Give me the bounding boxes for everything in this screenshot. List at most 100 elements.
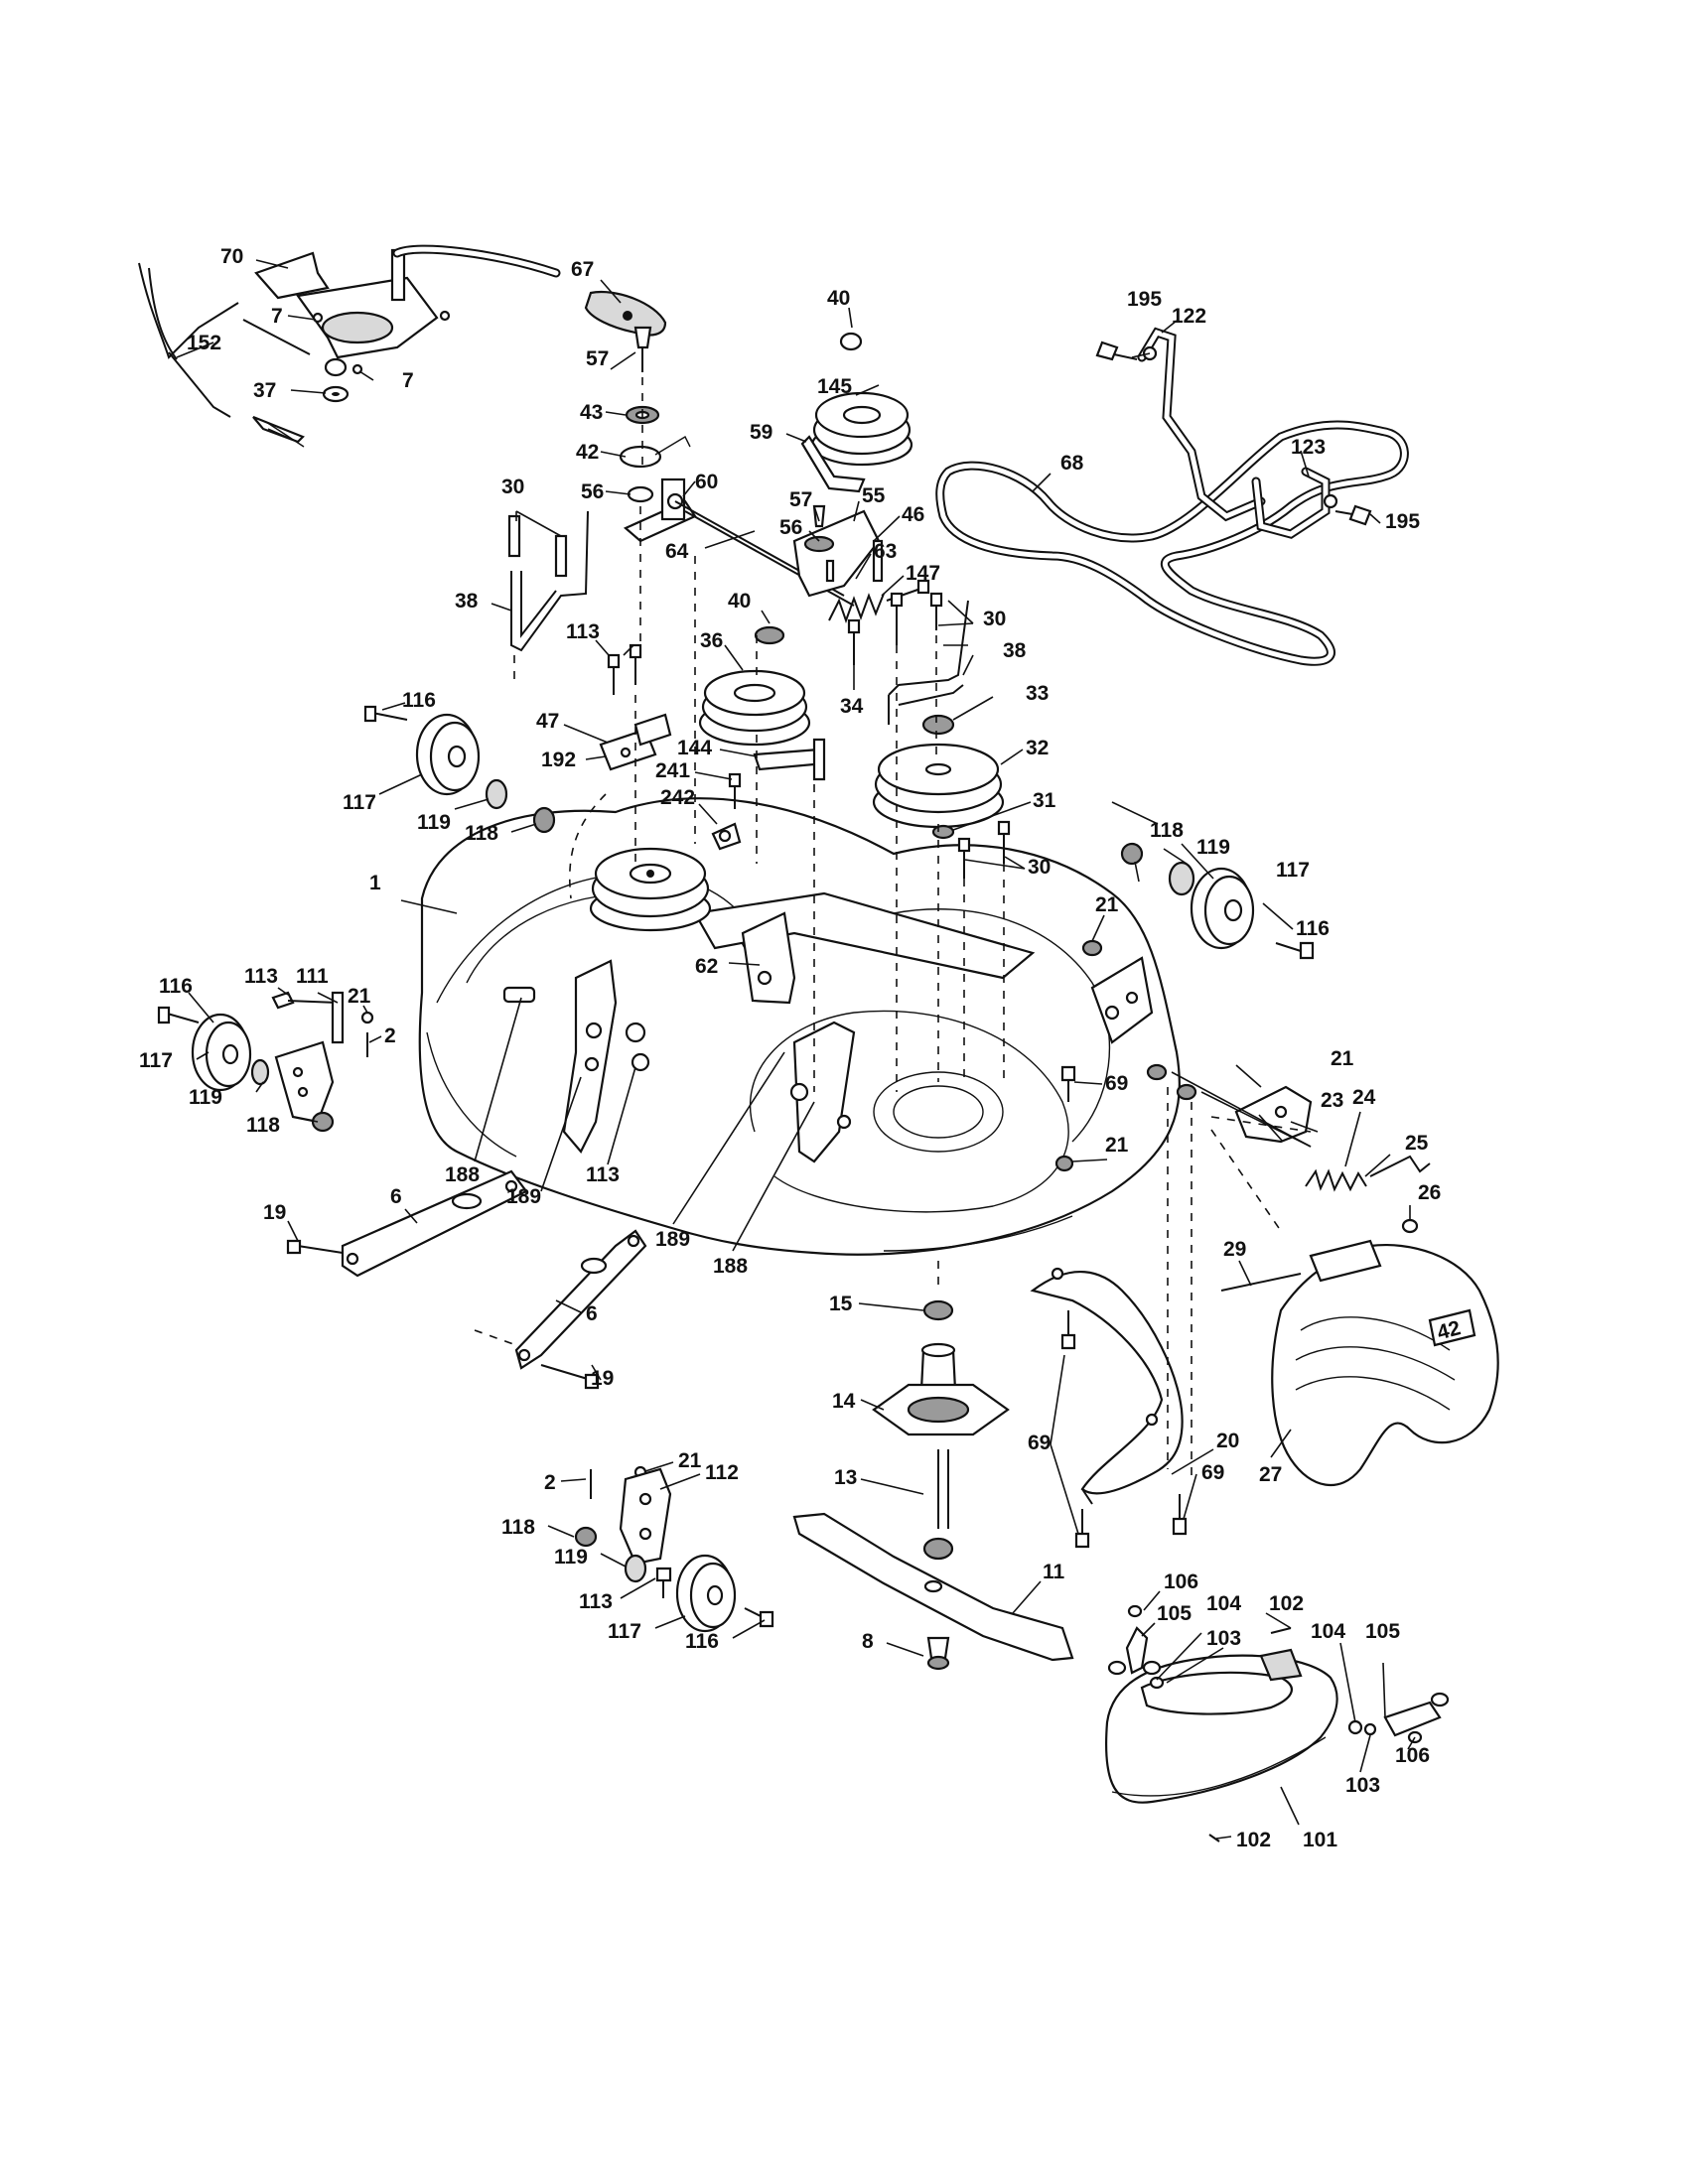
callout-15: 15 <box>829 1293 853 1315</box>
hinge-rod-29 <box>1220 1273 1302 1292</box>
callout-59: 59 <box>750 421 772 444</box>
pulley-36 <box>698 625 811 747</box>
callout-33: 33 <box>1026 682 1049 705</box>
bracket-62 <box>741 911 796 1005</box>
callout-117: 117 <box>608 1620 641 1643</box>
callout-56: 56 <box>779 516 802 539</box>
callout-116: 116 <box>159 975 193 998</box>
mulch-cover-hardware <box>1107 1604 1450 1843</box>
callout-23: 23 <box>1321 1089 1343 1112</box>
callout-25: 25 <box>1405 1132 1429 1155</box>
bracket-38-left <box>507 510 589 652</box>
callout-31: 31 <box>1033 789 1056 812</box>
right-deck-hanger <box>1090 956 1154 1044</box>
idler-arm-55 <box>792 504 884 598</box>
callout-36: 36 <box>700 629 723 652</box>
callout-24: 24 <box>1352 1086 1376 1109</box>
callout-113: 113 <box>586 1163 620 1186</box>
callout-102: 102 <box>1236 1829 1271 1851</box>
callout-118: 118 <box>465 822 498 845</box>
pulley-32 <box>872 714 1005 829</box>
discharge-chute-27: 42 <box>1271 1239 1499 1487</box>
callout-112: 112 <box>705 1461 739 1484</box>
callout-40: 40 <box>827 287 850 310</box>
callout-27: 27 <box>1259 1463 1282 1486</box>
callout-102: 102 <box>1269 1592 1304 1615</box>
callout-57: 57 <box>789 488 812 511</box>
callout-116: 116 <box>402 689 436 712</box>
callout-30: 30 <box>501 476 524 498</box>
baffle-20 <box>1030 1267 1184 1505</box>
callout-105: 105 <box>1365 1620 1400 1643</box>
height-knob-67 <box>584 290 667 337</box>
callout-242: 242 <box>660 786 695 809</box>
bolts-30-right <box>931 820 1011 879</box>
callout-2: 2 <box>544 1471 556 1494</box>
callout-192: 192 <box>541 749 576 771</box>
callout-63: 63 <box>874 540 897 563</box>
callout-21: 21 <box>678 1449 702 1472</box>
callout-64: 64 <box>665 540 689 563</box>
callout-116: 116 <box>685 1630 719 1653</box>
callout-56: 56 <box>581 480 604 503</box>
callout-20: 20 <box>1216 1430 1239 1452</box>
callout-21: 21 <box>1095 893 1119 916</box>
bolts-113-top <box>607 643 642 695</box>
callout-19: 19 <box>263 1201 286 1224</box>
callout-117: 117 <box>343 791 376 814</box>
washer-37 <box>322 385 350 403</box>
callout-188: 188 <box>713 1255 748 1278</box>
callout-103: 103 <box>1345 1774 1380 1797</box>
chute-hinge-hardware <box>1234 1085 1431 1234</box>
lift-linkage-assembly <box>138 244 561 448</box>
callout-104: 104 <box>1311 1620 1345 1643</box>
spacer-242 <box>711 822 742 851</box>
callout-34: 34 <box>840 695 864 718</box>
gauge-wheel-top-left <box>363 705 556 834</box>
callout-30: 30 <box>1028 856 1051 879</box>
callout-7: 7 <box>271 305 283 328</box>
bracket-47-192 <box>599 713 672 771</box>
callout-46: 46 <box>902 503 924 526</box>
callout-14: 14 <box>832 1390 856 1413</box>
belt-guide-122-123 <box>1137 327 1338 539</box>
callout-118: 118 <box>501 1516 535 1539</box>
callout-118: 118 <box>246 1114 280 1137</box>
callout-2: 2 <box>384 1024 396 1047</box>
callout-38: 38 <box>1003 639 1027 662</box>
callout-21: 21 <box>348 985 371 1008</box>
callout-111: 111 <box>296 965 329 988</box>
callout-188: 188 <box>445 1163 480 1186</box>
callout-42: 42 <box>576 441 599 464</box>
callout-57: 57 <box>586 347 609 370</box>
callout-122: 122 <box>1172 305 1206 328</box>
callout-119: 119 <box>417 811 451 834</box>
callout-37: 37 <box>253 379 276 402</box>
callout-40: 40 <box>728 590 751 613</box>
deck-support-arms-6 <box>286 1169 647 1390</box>
callout-69: 69 <box>1105 1072 1128 1095</box>
callout-47: 47 <box>536 710 559 733</box>
callout-119: 119 <box>554 1546 588 1569</box>
blade-11 <box>792 1512 1074 1671</box>
gauge-wheel-bottom <box>574 1465 774 1633</box>
callout-7: 7 <box>402 369 414 392</box>
left-deck-bracket <box>502 959 650 1154</box>
callout-144: 144 <box>677 737 712 759</box>
callout-101: 101 <box>1303 1829 1337 1851</box>
callout-19: 19 <box>591 1367 614 1390</box>
callout-118: 118 <box>1150 819 1184 842</box>
callout-21: 21 <box>1331 1047 1354 1070</box>
callout-68: 68 <box>1060 452 1084 475</box>
callout-123: 123 <box>1291 436 1326 459</box>
callout-26: 26 <box>1418 1181 1441 1204</box>
callout-195: 195 <box>1385 510 1420 533</box>
callout-69: 69 <box>1201 1461 1224 1484</box>
leader-lines <box>176 259 1416 1840</box>
callout-70: 70 <box>220 245 243 268</box>
callout-103: 103 <box>1206 1627 1241 1650</box>
callout-38: 38 <box>455 590 479 613</box>
bolt-241 <box>728 772 742 809</box>
bracket-59 <box>800 435 866 493</box>
center-deck-bracket <box>789 1021 856 1163</box>
